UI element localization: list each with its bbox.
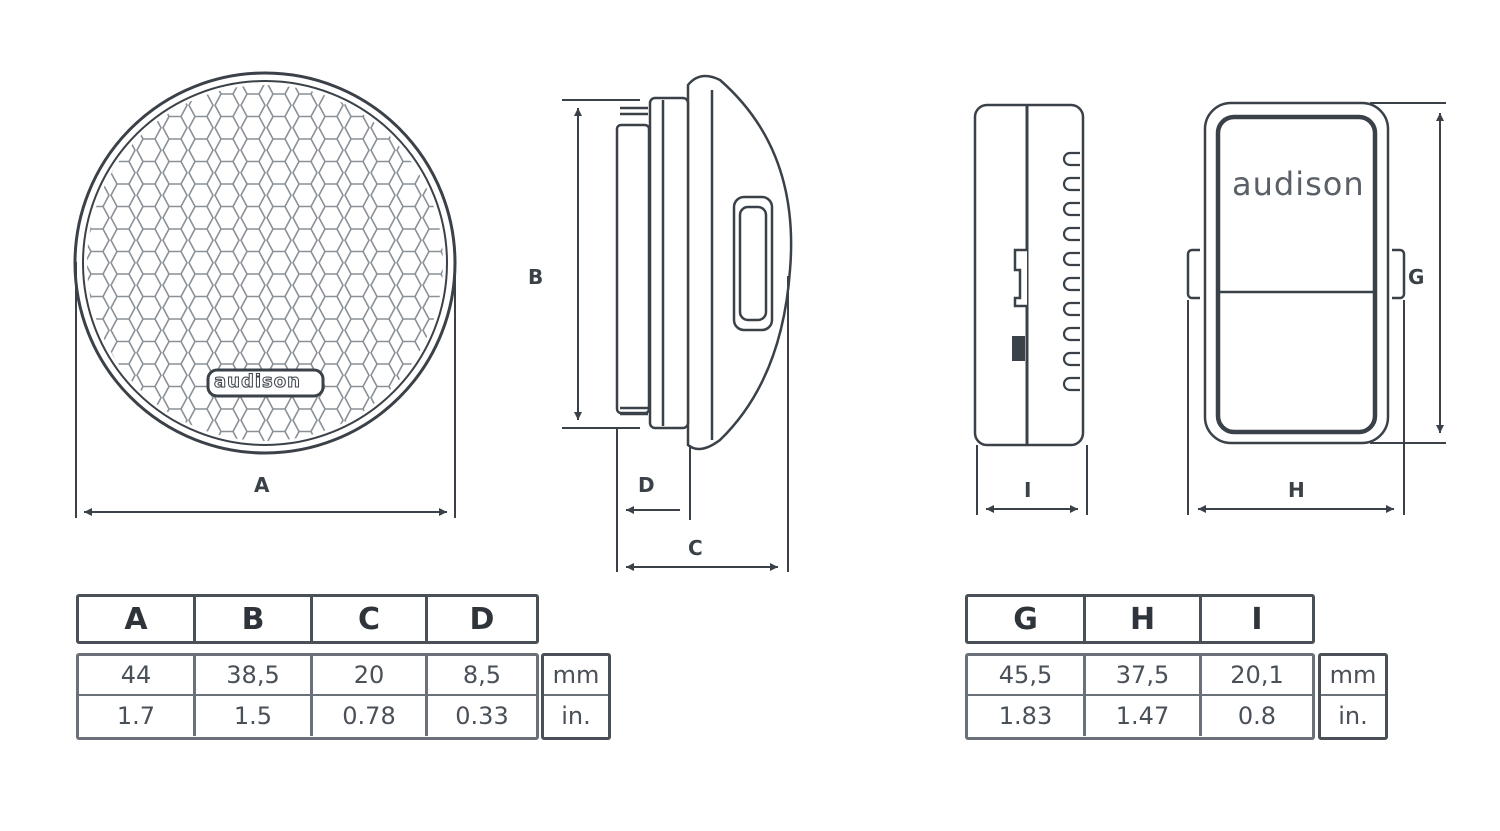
- unit-in: in.: [561, 702, 591, 730]
- dimension-label-i: I: [1024, 478, 1031, 502]
- unit-in: in.: [1338, 702, 1368, 730]
- header-cell-g: G: [968, 597, 1086, 641]
- value-cell: 0.8: [1237, 702, 1277, 730]
- value-cell: 20,1: [1230, 661, 1284, 689]
- grille-logo: audison: [214, 371, 301, 393]
- brand-logo: audison: [1232, 165, 1365, 203]
- header-cell-d: D: [469, 601, 495, 637]
- front-round-view: [73, 71, 457, 518]
- dimension-label-h: H: [1288, 478, 1305, 502]
- value-cell: 44: [79, 656, 196, 694]
- unit-column: mm in.: [1318, 653, 1388, 740]
- value-cell: 1.7: [79, 696, 196, 736]
- value-cell: 8,5: [462, 661, 502, 689]
- value-cell: 1.47: [1086, 696, 1202, 736]
- dimension-label-b: B: [528, 265, 543, 289]
- dimension-label-c: C: [688, 536, 703, 560]
- value-cell: 38,5: [196, 656, 313, 694]
- value-cell: 20: [313, 656, 428, 694]
- table-row-mm: 45,5 37,5 20,1: [968, 656, 1312, 696]
- value-cell: 37,5: [1086, 656, 1202, 694]
- table-row-mm: 44 38,5 20 8,5: [79, 656, 536, 696]
- value-cell: 1.83: [968, 696, 1086, 736]
- unit-column: mm in.: [541, 653, 611, 740]
- header-cell-h: H: [1086, 597, 1202, 641]
- value-cell: 45,5: [968, 656, 1086, 694]
- table-row-in: 1.7 1.5 0.78 0.33: [79, 696, 536, 736]
- value-cell: 1.5: [196, 696, 313, 736]
- header-cell-i: I: [1251, 601, 1263, 637]
- table-values: 44 38,5 20 8,5 1.7 1.5 0.78 0.33: [76, 653, 539, 740]
- dimension-label-g: G: [1408, 265, 1424, 289]
- side-box-view: [973, 103, 1088, 515]
- table-header-row: A B C D: [76, 594, 539, 644]
- unit-mm: mm: [1321, 656, 1385, 696]
- front-box-view: [1186, 101, 1446, 515]
- table-header-row: G H I: [965, 594, 1315, 644]
- table-row-in: 1.83 1.47 0.8: [968, 696, 1312, 736]
- value-cell: 0.33: [455, 702, 509, 730]
- dimension-label-a: A: [254, 473, 270, 497]
- header-cell-c: C: [313, 597, 428, 641]
- table-values: 45,5 37,5 20,1 1.83 1.47 0.8: [965, 653, 1315, 740]
- value-cell: 0.78: [313, 696, 428, 736]
- header-cell-a: A: [79, 597, 196, 641]
- side-round-view: [562, 74, 793, 572]
- dimension-label-d: D: [638, 473, 655, 497]
- header-cell-b: B: [196, 597, 313, 641]
- unit-mm: mm: [544, 656, 608, 696]
